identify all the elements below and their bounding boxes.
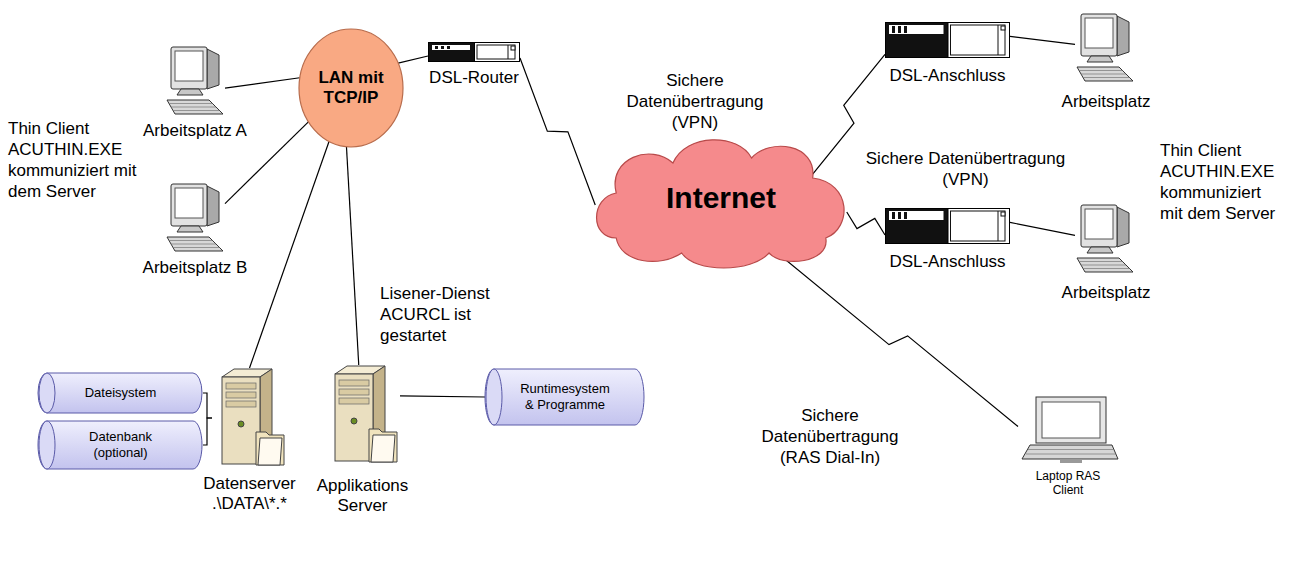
annotation-label: Sichere Datenübertragung (VPN) <box>620 70 770 133</box>
node-label: Datenserver .\DATA\*.* <box>198 474 302 514</box>
node-label: Datenbank (optional) <box>81 429 161 461</box>
annotation-label: Thin Client ACUTHIN.EXE kommuniziert mit… <box>8 118 148 202</box>
workstation: Arbeitsplatz <box>1075 12 1137 84</box>
laptop-client-outline <box>1018 395 1118 465</box>
network-link <box>346 147 358 365</box>
node-label: DSL-Anschluss <box>878 252 1018 272</box>
network-link <box>250 141 330 368</box>
network-link <box>1010 222 1075 235</box>
network-link <box>847 212 885 235</box>
storage-cylinder: Dateisystem <box>38 372 203 414</box>
server-tower: Datenserver .\DATA\*.* <box>212 368 287 468</box>
node-label: Arbeitsplatz B <box>130 258 260 278</box>
network-link <box>1010 36 1075 44</box>
node-label: Dateisystem <box>85 385 157 401</box>
node-label: Runtimesystem & Programme <box>519 381 611 413</box>
dsl-device-outline <box>428 42 520 62</box>
annotation-label: Sichere Datenübertragung (RAS Dial-In) <box>755 405 905 468</box>
storage-cylinder: Runtimesystem & Programme <box>485 368 645 426</box>
workstation: Arbeitsplatz B <box>165 182 225 254</box>
workstation: Arbeitsplatz A <box>165 45 225 117</box>
workstation-outline <box>1075 203 1137 275</box>
network-link <box>400 396 485 397</box>
server-tower: Applikations Server <box>325 365 400 468</box>
network-link <box>520 58 595 205</box>
workstation-outline <box>165 45 225 117</box>
network-link <box>779 254 1018 427</box>
node-label: Applikations Server <box>307 476 419 516</box>
lan-ellipse: LAN mit TCP/IP <box>298 28 404 148</box>
node-label: Arbeitsplatz <box>1051 283 1161 303</box>
server-tower-outline <box>212 368 287 468</box>
network-link <box>398 56 428 63</box>
node-label: Internet <box>666 180 776 216</box>
dsl-device: DSL-Anschluss <box>885 208 1010 244</box>
node-label: Laptop RAS Client <box>1028 469 1108 497</box>
annotation-label: Sichere Datenübertragung (VPN) <box>858 148 1073 190</box>
dsl-device-outline <box>885 22 1010 58</box>
dsl-device: DSL-Anschluss <box>885 22 1010 58</box>
server-tower-outline <box>325 365 400 468</box>
annotation-label: Thin Client ACUTHIN.EXE kommuniziert mit… <box>1160 140 1284 224</box>
node-label: Arbeitsplatz A <box>130 121 260 141</box>
network-link <box>203 393 212 418</box>
workstation-outline <box>1075 12 1137 84</box>
dsl-device: DSL-Router <box>428 42 520 62</box>
annotation-label: Lisener-Dienst ACURCL ist gestartet <box>380 283 505 346</box>
laptop-client: Laptop RAS Client <box>1018 395 1118 465</box>
workstation: Arbeitsplatz <box>1075 203 1137 275</box>
node-label: Arbeitsplatz <box>1051 92 1161 112</box>
dsl-device-outline <box>885 208 1010 244</box>
node-label: LAN mit TCP/IP <box>311 68 391 108</box>
network-link <box>203 418 212 445</box>
node-label: DSL-Router <box>419 68 529 88</box>
node-label: DSL-Anschluss <box>878 66 1018 86</box>
storage-cylinder: Datenbank (optional) <box>38 420 203 470</box>
internet-cloud: Internet <box>590 128 852 268</box>
network-link <box>225 78 300 88</box>
workstation-outline <box>165 182 225 254</box>
